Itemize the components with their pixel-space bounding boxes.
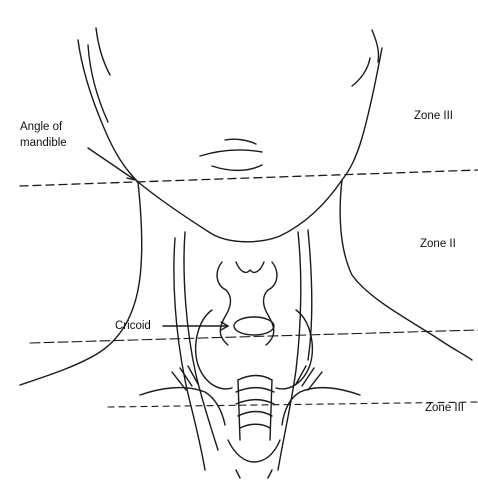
zone-iii-label: Zone III: [414, 110, 453, 122]
zone-line-angle-mandible: [20, 170, 478, 186]
lower-chest: [236, 470, 272, 478]
right-muscle-fibers: [296, 366, 322, 390]
trachea-right-wall: [270, 380, 272, 440]
thyroid-right-lobe: [276, 310, 312, 389]
right-face-inner: [352, 30, 379, 86]
trachea-ring-5: [240, 424, 270, 428]
mouth-upper: [200, 150, 262, 156]
angle-of-mandible-label-line1: Angle of: [20, 121, 62, 133]
cricoid-ring: [234, 317, 274, 335]
zone-i-label: Zone III: [425, 402, 464, 414]
mouth-crease: [225, 139, 256, 144]
trachea-left-wall: [238, 380, 240, 440]
right-scm-strand-1: [278, 232, 301, 470]
zone-line-cricoid: [30, 330, 478, 343]
cricoid-label: Cricoid: [115, 320, 151, 332]
thyroid-left-lobe: [196, 310, 232, 389]
trachea-ring-2: [236, 388, 274, 393]
trachea-ring-1: [238, 376, 272, 381]
zone-ii-label: Zone II: [420, 238, 456, 250]
left-jaw-outline: [78, 40, 138, 182]
right-jaw-outline: [342, 48, 382, 180]
mouth-lower: [212, 165, 262, 170]
left-neck-side: [20, 182, 142, 385]
trachea-ring-3: [236, 400, 274, 405]
angle-of-mandible-label-line2: mandible: [20, 137, 67, 149]
left-face-inner: [88, 45, 108, 122]
left-scm-strand-2: [184, 232, 218, 450]
jaw-underside: [138, 180, 342, 242]
left-scm-strand-1: [174, 238, 205, 470]
sternal-notch: [228, 440, 280, 462]
right-clavicle: [282, 388, 360, 425]
thyroid-notch: [236, 262, 264, 272]
left-face-detail: [96, 28, 110, 75]
trachea-ring-4: [238, 412, 272, 417]
zone-line-clavicle: [108, 402, 478, 407]
angle-pointer: [88, 148, 135, 180]
